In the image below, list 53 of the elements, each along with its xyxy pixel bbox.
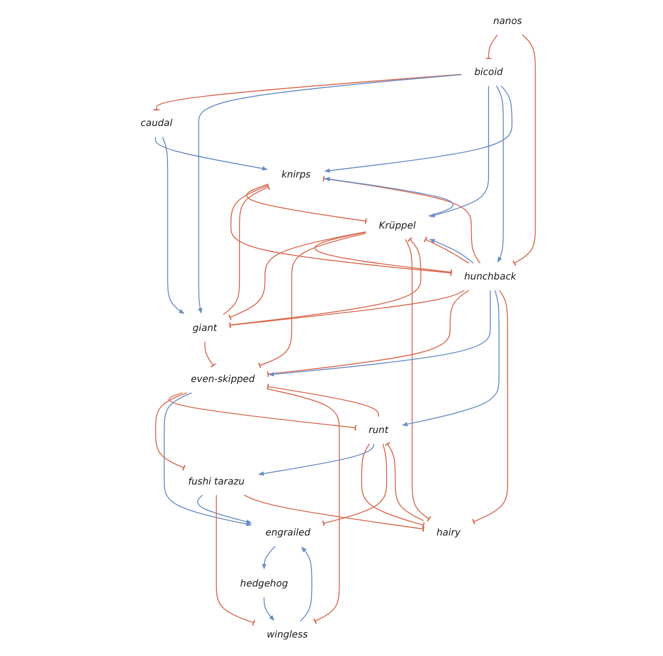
node-text: hairy bbox=[436, 527, 461, 538]
connector bbox=[230, 184, 452, 276]
connector bbox=[361, 443, 425, 529]
connector bbox=[228, 231, 366, 321]
connector bbox=[384, 442, 424, 522]
connector bbox=[230, 236, 422, 326]
arrow bbox=[324, 177, 454, 216]
connector bbox=[246, 184, 367, 225]
connector bbox=[512, 34, 536, 266]
node-text: runt bbox=[368, 424, 388, 436]
node-text: wingless bbox=[266, 629, 308, 640]
arrow bbox=[164, 392, 252, 526]
connector bbox=[204, 341, 216, 368]
connector bbox=[222, 184, 270, 315]
arrow bbox=[324, 85, 512, 173]
arrow bbox=[496, 85, 504, 263]
node-text: fushi tarazu bbox=[188, 476, 245, 487]
node-text: giant bbox=[192, 322, 217, 334]
node-text: knirps bbox=[281, 169, 311, 180]
arrow bbox=[154, 136, 268, 171]
arrow bbox=[300, 546, 312, 622]
arrow bbox=[197, 494, 252, 524]
node-text: hedgehog bbox=[240, 578, 288, 590]
connector bbox=[155, 392, 188, 472]
connector bbox=[266, 383, 379, 418]
arrow bbox=[258, 443, 375, 476]
node-text: nanos bbox=[493, 16, 522, 27]
arrow bbox=[198, 74, 462, 314]
connector bbox=[153, 74, 462, 110]
connector bbox=[322, 175, 481, 264]
node-text: caudal bbox=[140, 118, 172, 129]
connector bbox=[216, 494, 256, 626]
arrow bbox=[162, 136, 184, 314]
connector bbox=[485, 34, 498, 60]
connector bbox=[229, 290, 465, 329]
node-text: bicoid bbox=[474, 66, 503, 78]
connector bbox=[424, 236, 470, 264]
node-text: engrailed bbox=[265, 527, 310, 538]
arrow bbox=[402, 290, 500, 426]
connector bbox=[168, 392, 357, 432]
connector bbox=[244, 494, 424, 532]
connector bbox=[472, 290, 508, 526]
connector bbox=[258, 232, 366, 369]
connector bbox=[322, 443, 388, 527]
arrow bbox=[429, 85, 490, 218]
arrow bbox=[429, 238, 474, 264]
node-text: Krüppel bbox=[378, 220, 416, 232]
node-text: hunchback bbox=[464, 271, 516, 282]
connector bbox=[404, 238, 432, 522]
node-text: even-skipped bbox=[190, 374, 255, 385]
connector bbox=[267, 388, 340, 624]
arrow bbox=[264, 596, 274, 621]
arrow bbox=[262, 546, 276, 570]
